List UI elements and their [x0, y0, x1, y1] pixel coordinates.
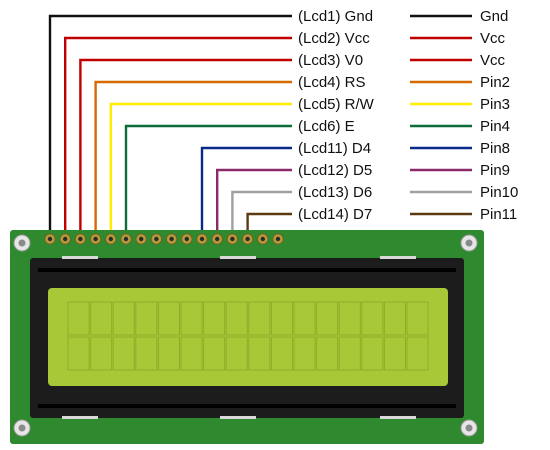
lcd-char-cell [157, 301, 180, 336]
bezel-bottom-strip [38, 404, 456, 408]
lcd-char-cell [248, 301, 271, 336]
bezel-notch [62, 256, 98, 259]
lcd-pin-label: (Lcd11) D4 [298, 140, 371, 157]
lcd-char-cell [316, 301, 339, 336]
bezel-notch [380, 256, 416, 259]
target-pin-label: Pin4 [480, 118, 510, 135]
wire [109, 102, 472, 239]
mounting-hole [460, 419, 478, 437]
header-pin [135, 233, 147, 245]
header-pin [272, 233, 284, 245]
lcd-char-cell [135, 301, 158, 336]
mounting-hole [13, 234, 31, 252]
wire [94, 80, 472, 239]
wire [63, 36, 472, 239]
bezel-top-strip [38, 268, 456, 272]
target-pin-label: Pin9 [480, 162, 510, 179]
header-pin [257, 233, 269, 245]
header-pin [226, 233, 238, 245]
lcd-char-cell [316, 336, 339, 371]
bezel-notch [220, 416, 256, 419]
lcd-pin-label: (Lcd14) D7 [298, 206, 372, 223]
wire [215, 168, 472, 239]
lcd-char-cell [338, 336, 361, 371]
lcd-char-cell [67, 301, 90, 336]
lcd-pin-label: (Lcd4) RS [298, 74, 366, 91]
target-pin-label: Vcc [480, 30, 506, 47]
lcd-pin-label: (Lcd13) D6 [298, 184, 372, 201]
header-pin [59, 233, 71, 245]
lcd-char-cell [203, 301, 226, 336]
lcd-char-cell [248, 336, 271, 371]
header-pin [211, 233, 223, 245]
wire [200, 146, 472, 239]
header-pin [181, 233, 193, 245]
lcd-char-cell [203, 336, 226, 371]
header-pin [90, 233, 102, 245]
wires-layer [48, 14, 472, 239]
lcd-pin-label: (Lcd5) R/W [298, 96, 375, 113]
lcd-char-cell [270, 336, 293, 371]
lcd-char-cell [361, 336, 384, 371]
lcd-char-cell [406, 301, 429, 336]
bezel-notch [62, 416, 98, 419]
wire [79, 58, 472, 239]
lcd-char-cell [180, 336, 203, 371]
header-pin [166, 233, 178, 245]
lcd-char-cell [225, 301, 248, 336]
lcd-pin-label: (Lcd2) Vcc [298, 30, 370, 47]
mounting-hole [13, 419, 31, 437]
target-pin-label: Gnd [480, 8, 508, 25]
wire [231, 190, 472, 239]
lcd-pin-label: (Lcd6) E [298, 118, 355, 135]
lcd-char-cell [135, 336, 158, 371]
lcd-char-cell [90, 336, 113, 371]
lcd-module [10, 230, 484, 444]
header-pins [44, 233, 284, 245]
lcd-char-cell [293, 301, 316, 336]
header-pin [242, 233, 254, 245]
lcd-char-cell [112, 301, 135, 336]
header-pin [105, 233, 117, 245]
lcd-char-cell [180, 301, 203, 336]
bezel-notch [380, 416, 416, 419]
lcd-char-cell [293, 336, 316, 371]
lcd-char-cell [383, 336, 406, 371]
header-pin [44, 233, 56, 245]
lcd-char-cell [157, 336, 180, 371]
header-pin [196, 233, 208, 245]
target-pin-label: Pin8 [480, 140, 510, 157]
target-pin-label: Pin2 [480, 74, 510, 91]
lcd-char-cell [338, 301, 361, 336]
lcd-char-cell [361, 301, 384, 336]
lcd-char-cell [67, 336, 90, 371]
target-pin-label: Pin3 [480, 96, 510, 113]
mounting-holes [13, 234, 478, 437]
lcd-pin-label: (Lcd3) V0 [298, 52, 363, 69]
lcd-screen [48, 288, 448, 386]
lcd-char-cell [406, 336, 429, 371]
lcd-char-cell [112, 336, 135, 371]
lcd-char-cell [225, 336, 248, 371]
header-pin [120, 233, 132, 245]
lcd-character-grid [67, 301, 429, 371]
target-pin-label: Vcc [480, 52, 506, 69]
header-pin [74, 233, 87, 245]
target-pin-label: Pin11 [480, 206, 517, 223]
bezel-notch [220, 256, 256, 259]
header-pin [150, 233, 162, 245]
lcd-pin-label: (Lcd1) Gnd [298, 8, 373, 25]
target-pin-label: Pin10 [480, 184, 518, 201]
lcd-char-cell [90, 301, 113, 336]
mounting-hole [460, 234, 478, 252]
lcd-pin-label: (Lcd12) D5 [298, 162, 372, 179]
lcd-char-cell [383, 301, 406, 336]
lcd-char-cell [270, 301, 293, 336]
wire [124, 124, 472, 239]
wire [48, 14, 472, 239]
